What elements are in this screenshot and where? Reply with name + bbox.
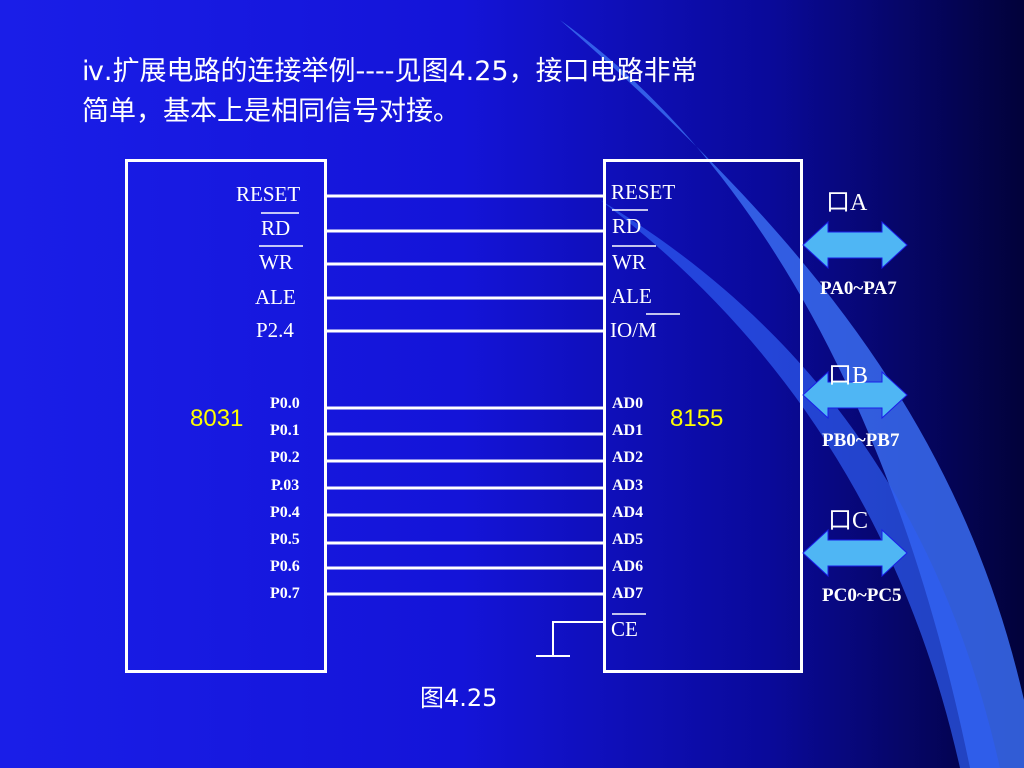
left-pin-p07: P0.7 xyxy=(270,585,300,602)
right-pin-ad4: AD4 xyxy=(612,504,644,521)
left-pin-ale: ALE xyxy=(255,285,296,309)
left-pin-p00: P0.0 xyxy=(270,395,300,412)
right-pin-ce: CE xyxy=(611,617,638,641)
port-b-range: PB0~PB7 xyxy=(822,430,900,451)
port-c-label: 口C xyxy=(828,508,869,534)
left-pin-p02: P0.2 xyxy=(270,449,300,466)
right-pin-ad0: AD0 xyxy=(612,395,644,412)
port-a-arrow xyxy=(802,220,908,270)
heading-line-2: 简单，基本上是相同信号对接。 xyxy=(82,96,460,127)
left-pin-rd: RD xyxy=(261,216,291,240)
left-pin-p24: P2.4 xyxy=(256,318,294,342)
ce-ground-wire xyxy=(552,621,603,656)
right-pin-iom: IO/M xyxy=(610,318,657,342)
right-pin-rd: RD xyxy=(612,214,642,238)
right-pin-ad7: AD7 xyxy=(612,585,644,602)
left-pin-reset: RESET xyxy=(236,182,301,206)
port-b-arrow xyxy=(802,370,908,420)
port-a-range: PA0~PA7 xyxy=(820,278,897,299)
right-pin-ad1: AD1 xyxy=(612,422,644,439)
slide-heading: ⅳ.扩展电路的连接举例----见图4.25，接口电路非常 简单，基本上是相同信号… xyxy=(82,52,902,132)
left-pin-p01: P0.1 xyxy=(270,422,300,439)
right-pin-ad3: AD3 xyxy=(612,477,644,494)
port-c-arrow xyxy=(802,528,908,578)
right-pin-reset: RESET xyxy=(611,180,676,204)
chip-8155-label: 8155 xyxy=(670,405,724,432)
right-pin-ale: ALE xyxy=(611,284,652,308)
right-pin-wr: WR xyxy=(612,250,646,274)
right-pin-ad2: AD2 xyxy=(612,449,644,466)
left-pin-p06: P0.6 xyxy=(270,558,300,575)
figure-caption: 图4.25 xyxy=(420,684,498,712)
chip-8155-box xyxy=(603,159,803,673)
left-pin-p05: P0.5 xyxy=(270,531,300,548)
left-pin-wr: WR xyxy=(259,250,293,274)
chip-8031-box xyxy=(125,159,327,673)
left-pin-p04: P0.4 xyxy=(270,504,300,521)
port-c-range: PC0~PC5 xyxy=(822,585,902,606)
right-pin-ad5: AD5 xyxy=(612,531,644,548)
right-pin-ad6: AD6 xyxy=(612,558,644,575)
left-pin-p03: P.03 xyxy=(271,477,300,494)
port-b-label: 口B xyxy=(828,363,869,389)
chip-8031-label: 8031 xyxy=(190,405,244,432)
port-a-label: 口A xyxy=(826,190,868,216)
heading-line-1: ⅳ.扩展电路的连接举例----见图4.25，接口电路非常 xyxy=(82,56,698,87)
